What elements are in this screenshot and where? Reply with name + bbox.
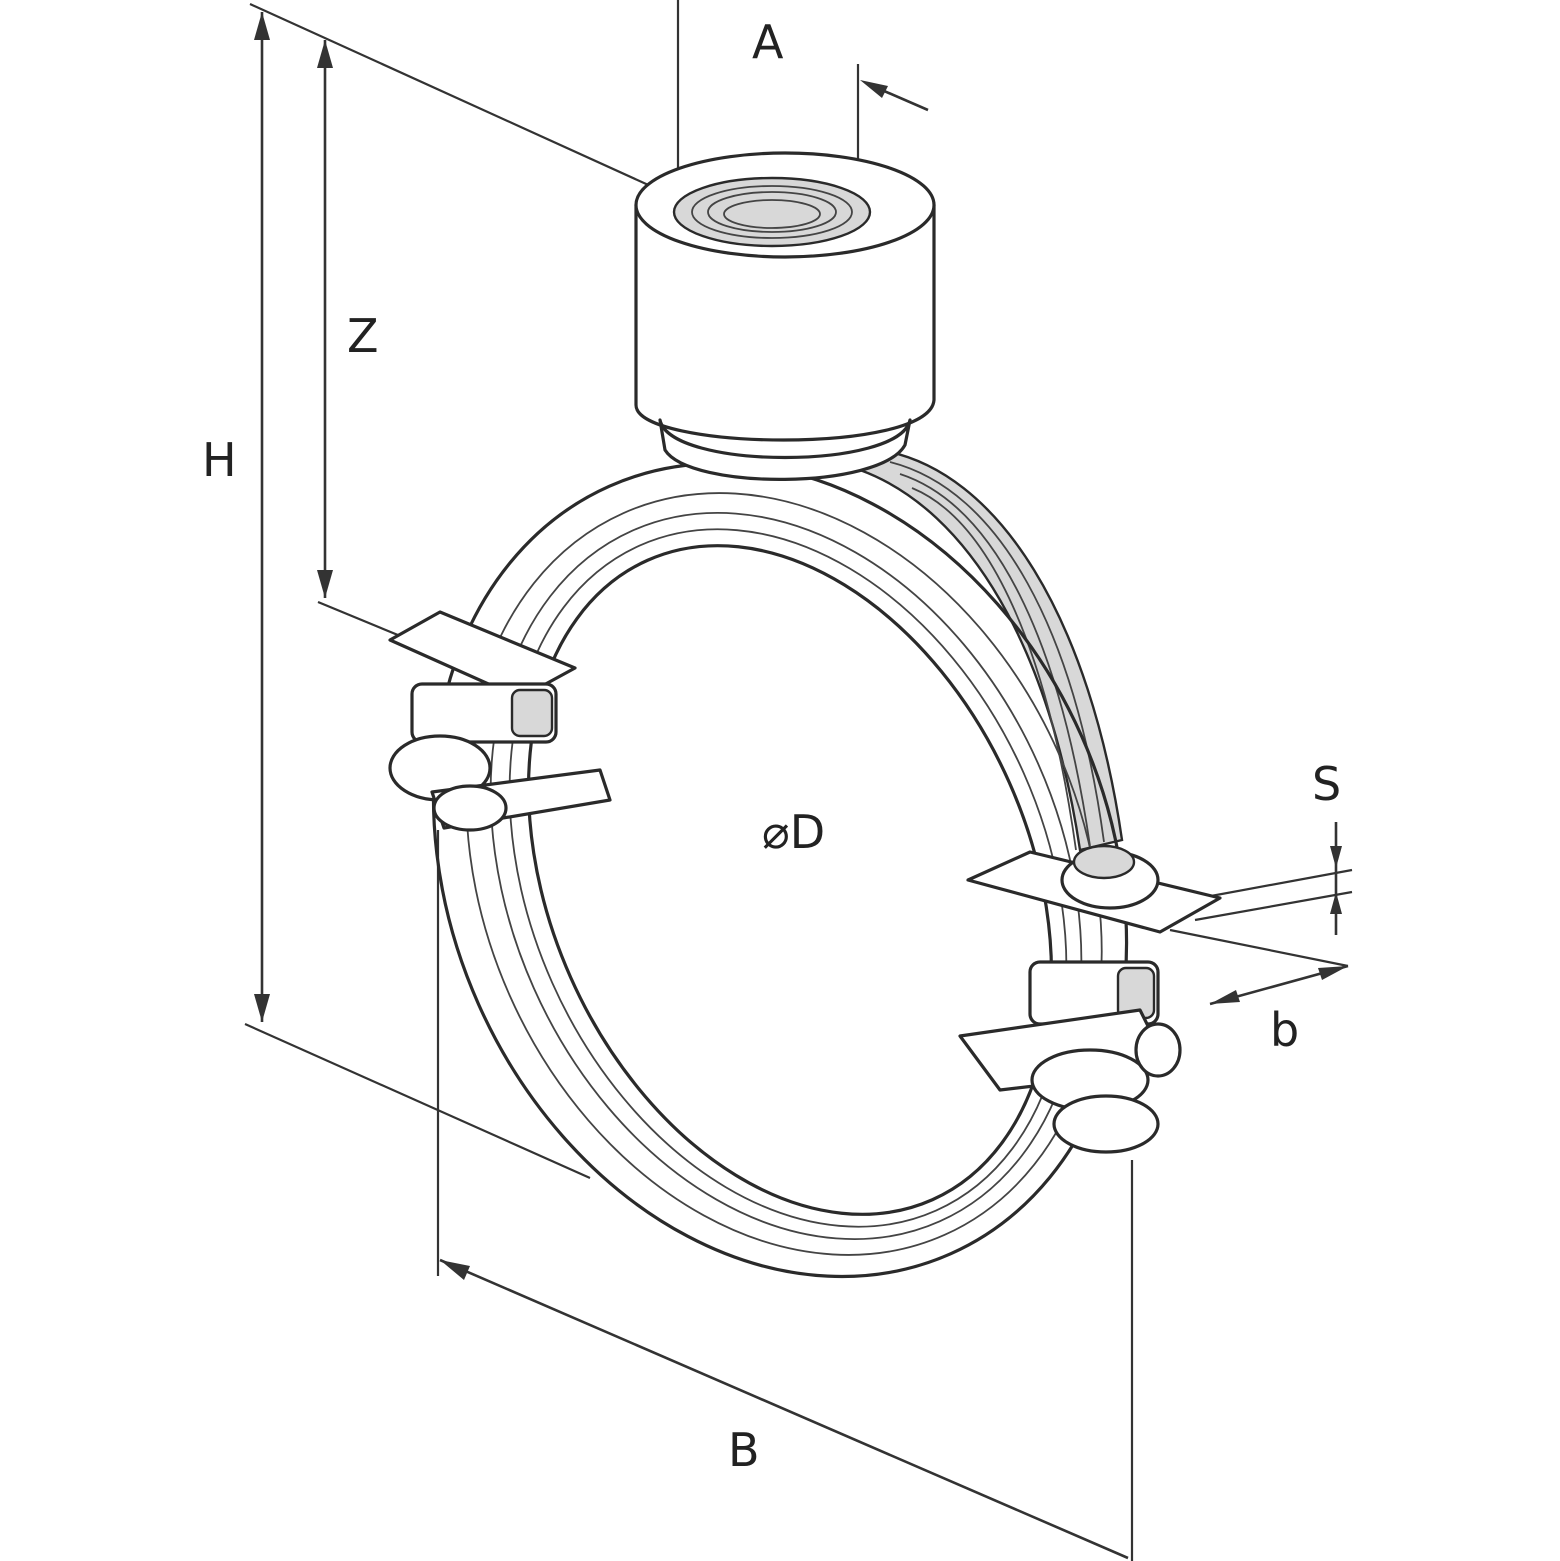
- label-H: H: [202, 433, 237, 487]
- threaded-boss: [634, 151, 936, 481]
- right-closure: [958, 844, 1222, 1154]
- dimension-labels: A Z H ⌀D S b B: [202, 15, 1341, 1477]
- label-b: b: [1270, 1003, 1299, 1057]
- label-B: B: [728, 1423, 760, 1477]
- dimension-lines: [244, 0, 1353, 1561]
- clamp-ring: [431, 448, 1129, 1279]
- label-Z: Z: [347, 309, 379, 363]
- label-D: ⌀D: [762, 805, 825, 859]
- left-closure: [388, 610, 612, 832]
- label-A: A: [752, 15, 784, 69]
- label-S: S: [1312, 757, 1341, 811]
